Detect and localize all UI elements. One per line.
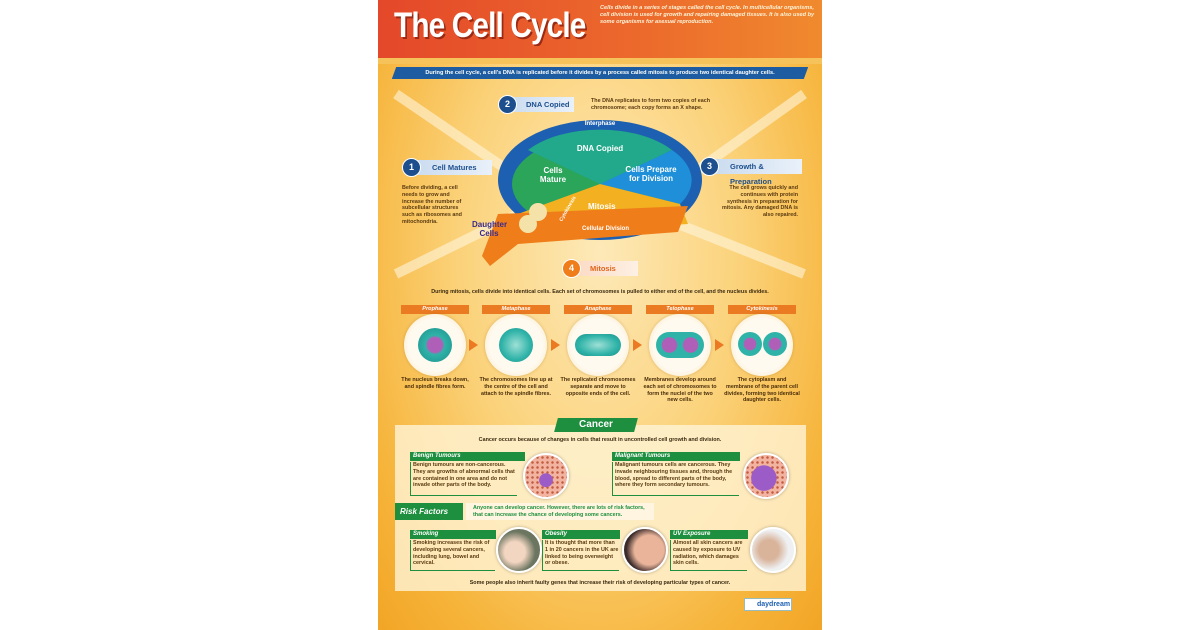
malignant-tumour-image	[743, 453, 789, 499]
intro-text: Cells divide in a series of stages calle…	[600, 5, 815, 25]
arrow-icon	[469, 339, 478, 351]
phase-caption: Membranes develop around each set of chr…	[643, 377, 717, 404]
header-stripe	[378, 58, 822, 64]
phase-tag-metaphase: Metaphase	[482, 305, 550, 314]
stage-label-mitosis: Mitosis	[570, 261, 638, 276]
arrow-icon	[633, 339, 642, 351]
stage-label-dna-copied: DNA Copied	[506, 97, 574, 112]
dna-copied-label: DNA Copied	[576, 144, 624, 153]
cellular-division-arrow	[482, 206, 688, 266]
cancer-footer: Some people also inherit faulty genes th…	[469, 580, 731, 586]
stage-number: 2	[498, 95, 517, 114]
uv-text: Almost all skin cancers are caused by ex…	[670, 540, 747, 571]
obesity-title: Obesity	[542, 530, 620, 539]
phase-caption: The nucleus breaks down, and spindle fib…	[401, 377, 469, 390]
ring-label: Interphase	[584, 121, 616, 127]
smoking-title: Smoking	[410, 530, 496, 539]
header-band	[378, 0, 822, 62]
cancer-intro: Cancer occurs because of changes in cell…	[478, 437, 722, 443]
stage-text: Before dividing, a cell needs to grow an…	[402, 185, 462, 225]
smoking-image	[496, 527, 542, 573]
uv-title: UV Exposure	[670, 530, 748, 539]
stage-label-growth: Growth & Preparation	[710, 159, 802, 186]
ray	[676, 219, 806, 279]
phase-caption: The chromosomes line up at the centre of…	[479, 377, 553, 397]
telophase-image	[649, 314, 711, 376]
prepare-segment	[600, 150, 692, 204]
cytokinesis-image	[731, 314, 793, 376]
dna-copied-segment	[528, 129, 672, 184]
malignant-title: Malignant Tumours	[612, 452, 740, 461]
arrow-icon	[551, 339, 560, 351]
arrow-icon	[715, 339, 724, 351]
summary-banner-text: During the cell cycle, a cell's DNA is r…	[425, 70, 775, 76]
risk-factors-title: Risk Factors	[400, 507, 449, 516]
mitosis-label: Mitosis	[588, 202, 616, 211]
daughter-cell	[529, 203, 547, 221]
obesity-text: It is thought that more than 1 in 20 can…	[542, 540, 619, 571]
malignant-text: Malignant tumours cells are cancerous. T…	[612, 462, 739, 496]
benign-title: Benign Tumours	[410, 452, 525, 461]
risk-intro: Anyone can develop cancer. However, ther…	[473, 505, 645, 518]
cancer-title: Cancer	[579, 419, 613, 430]
cellular-division-label: Cellular Division	[582, 226, 630, 232]
stage-number: 4	[562, 259, 581, 278]
stage-number: 1	[402, 158, 421, 177]
risk-factors-tag	[395, 503, 463, 520]
smoking-text: Smoking increases the risk of developing…	[410, 540, 495, 571]
obesity-image	[622, 527, 668, 573]
phase-tag-cytokinesis: Cytokinesis	[728, 305, 796, 314]
stage-number: 3	[700, 157, 719, 176]
benign-tumour-image	[523, 453, 569, 499]
phase-caption: The replicated chromosomes separate and …	[560, 377, 636, 397]
uv-exposure-image	[750, 527, 796, 573]
anaphase-image	[567, 314, 629, 376]
cell-cycle-diagram	[393, 89, 807, 279]
benign-text: Benign tumours are non-cancerous. They a…	[410, 462, 517, 496]
stage-text: The DNA replicates to form two copies of…	[591, 98, 711, 111]
prophase-image	[404, 314, 466, 376]
daughter-cells-label: Daughter Cells	[472, 220, 508, 238]
phase-caption: The cytoplasm and membrane of the parent…	[724, 377, 800, 404]
prepare-label: Cells Prepare for Division	[625, 165, 677, 183]
cells-mature-label: Cells Mature	[539, 166, 567, 184]
phase-tag-telophase: Telophase	[646, 305, 714, 314]
phase-tag-anaphase: Anaphase	[564, 305, 632, 314]
metaphase-image	[485, 314, 547, 376]
daughter-cell	[519, 215, 537, 233]
risk-intro-box	[466, 503, 654, 520]
stage-label-cell-matures: Cell Matures	[412, 160, 492, 175]
poster-title: The Cell Cycle	[394, 6, 586, 45]
daydream-logo: daydream	[744, 598, 792, 611]
cell-cycle-poster: The Cell Cycle Cells divide in a series …	[378, 0, 822, 630]
stage-text: The cell grows quickly and continues wit…	[722, 185, 798, 219]
mitosis-intro: During mitosis, cells divide into identi…	[431, 289, 769, 295]
phase-tag-prophase: Prophase	[401, 305, 469, 314]
